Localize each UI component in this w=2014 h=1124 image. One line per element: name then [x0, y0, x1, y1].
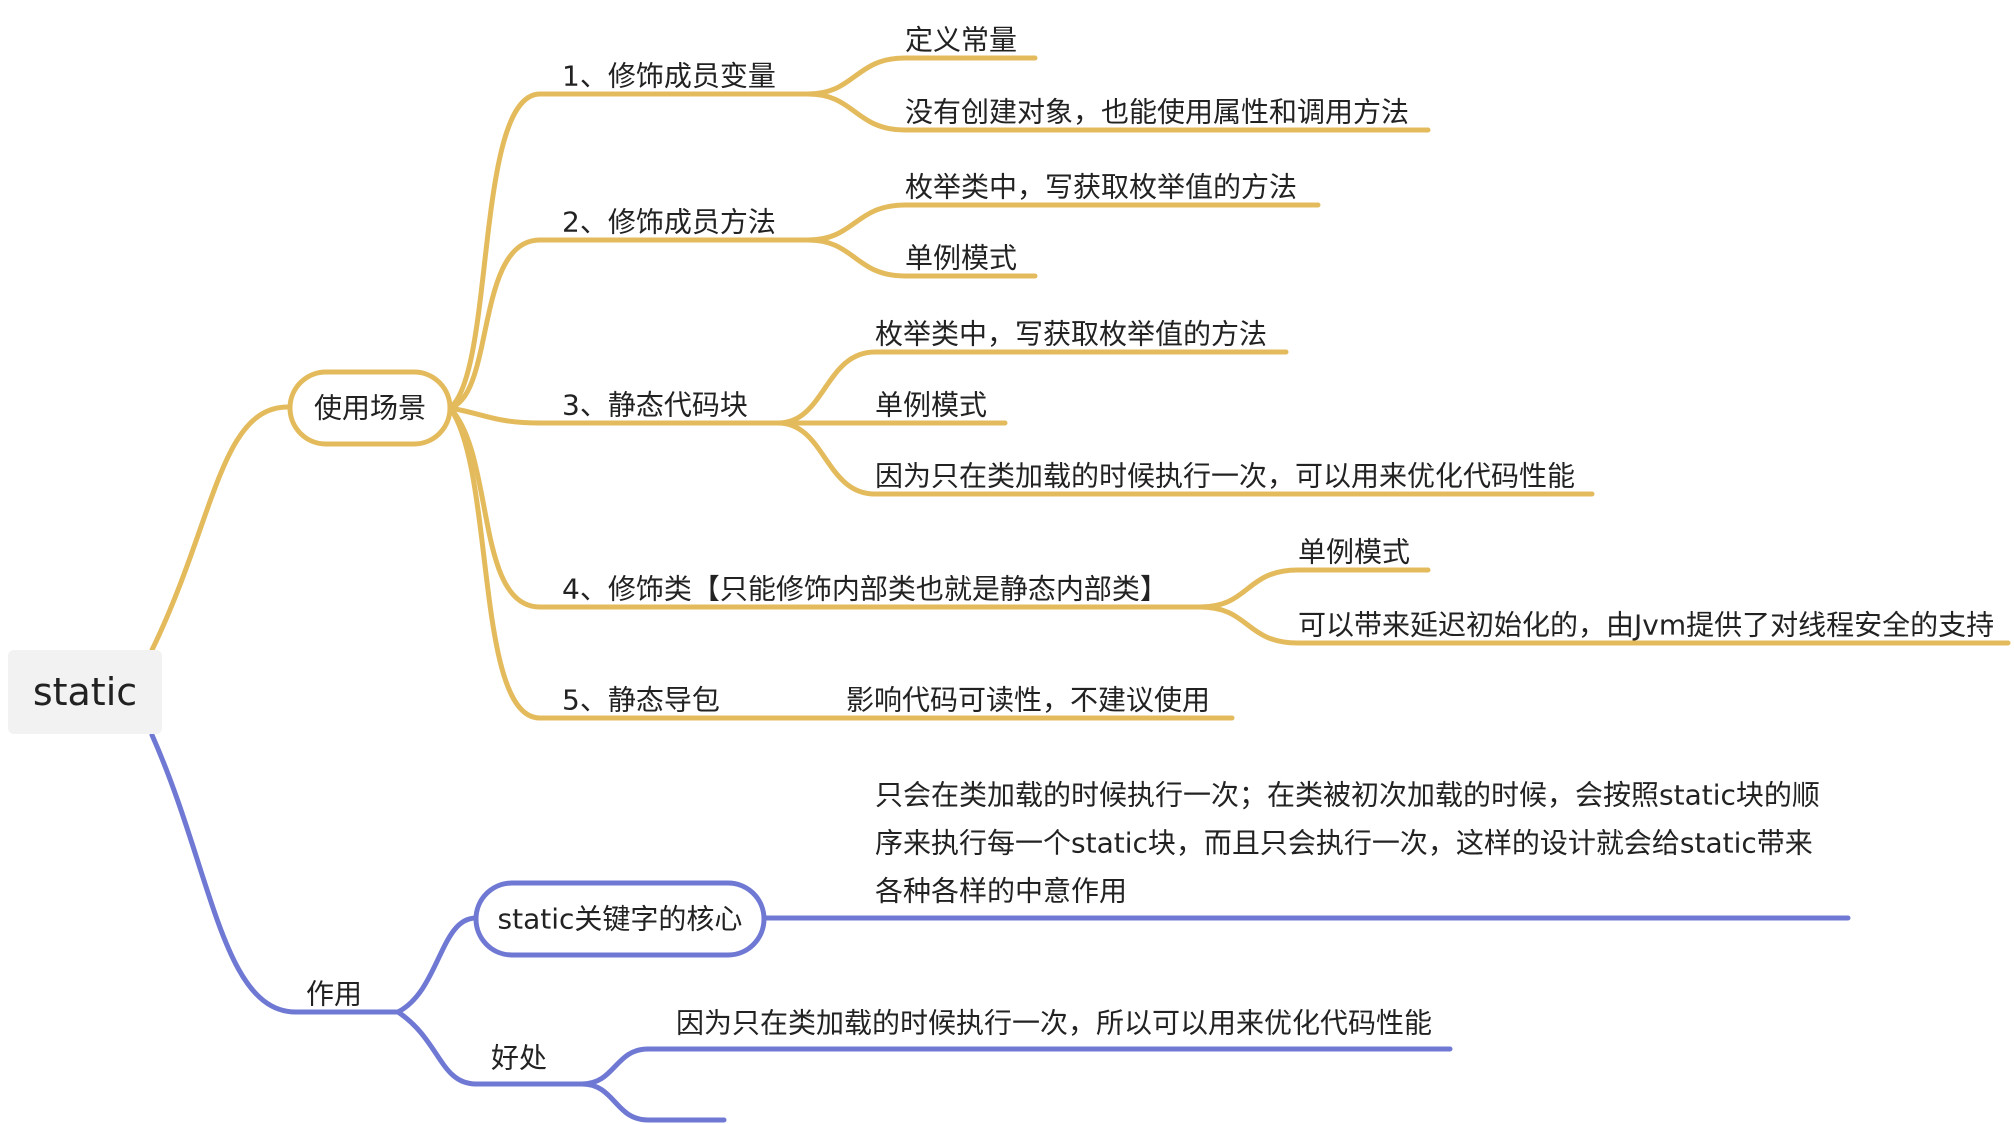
usage-3-child-1[interactable]: 枚举类中，写获取枚举值的方法	[875, 318, 1267, 351]
connector-2-b	[805, 237, 1038, 279]
connector-usage-3	[447, 405, 543, 426]
connector-usage-4	[447, 405, 543, 610]
usage-children: 定义常量 没有创建对象，也能使用属性和调用方法 枚举类中，写获取枚举值的方法 单…	[846, 24, 1994, 717]
usage-item-2-label[interactable]: 2、修饰成员方法	[562, 206, 776, 239]
usage-2-child-1[interactable]: 枚举类中，写获取枚举值的方法	[905, 171, 1297, 204]
usage-item-4-label[interactable]: 4、修饰类【只能修饰内部类也就是静态内部类】	[562, 573, 1168, 606]
core-detail-line-1: 只会在类加载的时候执行一次；在类被初次加载的时候，会按照static块的顺	[875, 779, 1820, 812]
core-detail[interactable]: 只会在类加载的时候执行一次；在类被初次加载的时候，会按照static块的顺 序来…	[875, 779, 1820, 908]
usage-3-child-3[interactable]: 因为只在类加载的时候执行一次，可以用来优化代码性能	[875, 460, 1575, 493]
connector-usage-1	[447, 91, 543, 411]
usage-node-label: 使用场景	[314, 392, 426, 425]
usage-1-child-2[interactable]: 没有创建对象，也能使用属性和调用方法	[905, 96, 1409, 129]
usage-node[interactable]: 使用场景	[287, 369, 453, 447]
benefit-children: 因为只在类加载的时候执行一次，所以可以用来优化代码性能	[676, 1007, 1432, 1040]
core-detail-line-2: 序来执行每一个static块，而且只会执行一次，这样的设计就会给static带来	[875, 827, 1813, 860]
benefit-node[interactable]: 好处	[491, 1042, 547, 1075]
root-node-label: static	[33, 670, 137, 714]
connector-3-c	[775, 420, 1595, 497]
connector-1-a	[805, 55, 1038, 97]
benefit-child-1[interactable]: 因为只在类加载的时候执行一次，所以可以用来优化代码性能	[676, 1007, 1432, 1040]
usage-3-child-2[interactable]: 单例模式	[875, 389, 987, 422]
root-node-box	[8, 650, 162, 734]
connector-effect-core	[395, 915, 479, 1015]
connector-1-b	[805, 91, 1431, 133]
connector-effect-benefit	[395, 1009, 479, 1087]
root-node[interactable]: static	[8, 650, 162, 734]
usage-items: 1、修饰成员变量 2、修饰成员方法 3、静态代码块 4、修饰类【只能修饰内部类也…	[562, 60, 1168, 717]
usage-5-child-1[interactable]: 影响代码可读性，不建议使用	[846, 684, 1210, 717]
connector-usage-5	[447, 405, 543, 721]
core-detail-line-3: 各种各样的中意作用	[875, 875, 1127, 908]
connector-root-effect	[149, 732, 299, 1015]
connector-root-usage	[149, 404, 291, 653]
usage-4-child-2[interactable]: 可以带来延迟初始化的，由Jvm提供了对线程安全的支持	[1298, 609, 1994, 642]
connector-benefit-a	[579, 1046, 1453, 1087]
benefit-node-label: 好处	[491, 1042, 547, 1075]
usage-connectors	[447, 55, 2011, 721]
connector-2-a	[805, 202, 1321, 243]
core-node[interactable]: static关键字的核心	[473, 880, 767, 958]
core-node-box	[473, 880, 767, 958]
usage-node-box	[287, 369, 453, 447]
connector-benefit-b	[579, 1081, 727, 1123]
connector-3-a	[775, 349, 1289, 426]
usage-item-1-label[interactable]: 1、修饰成员变量	[562, 60, 776, 93]
effect-node-label: 作用	[306, 978, 362, 1011]
usage-1-child-1[interactable]: 定义常量	[905, 24, 1017, 57]
usage-4-child-1[interactable]: 单例模式	[1298, 536, 1410, 569]
usage-item-3-label[interactable]: 3、静态代码块	[562, 389, 748, 422]
effect-connectors	[293, 915, 1851, 1123]
usage-2-child-2[interactable]: 单例模式	[905, 242, 1017, 275]
core-node-label: static关键字的核心	[498, 903, 743, 936]
effect-node[interactable]: 作用	[306, 978, 362, 1011]
root-connectors	[149, 404, 299, 1015]
connector-4-a	[1197, 567, 1431, 610]
connector-usage-2	[447, 237, 543, 411]
connector-4-b	[1197, 604, 2011, 646]
usage-item-5-label[interactable]: 5、静态导包	[562, 684, 720, 717]
